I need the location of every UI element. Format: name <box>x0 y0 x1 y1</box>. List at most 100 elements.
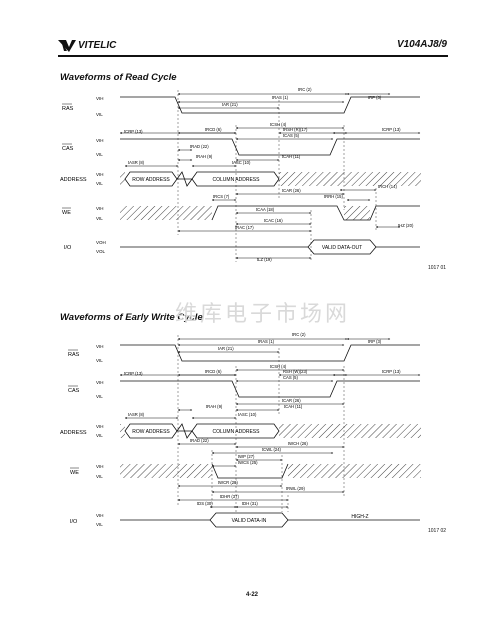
read-ras-vil: VIL <box>96 112 103 117</box>
read-trrh: tRRH (15) <box>324 194 343 199</box>
read-tcac: tCAC (16) <box>264 218 283 223</box>
write-cas-waveform <box>120 380 420 398</box>
write-ras-vih: VIH <box>96 344 104 349</box>
write-address-label: ADDRESS <box>60 430 87 436</box>
write-twcr: tWCR (28) <box>218 480 238 485</box>
write-addr-vil: VIL <box>96 433 103 438</box>
write-highz-text: HIGH-Z <box>351 514 368 520</box>
read-valid-data-text: VALID DATA-OUT <box>322 245 362 251</box>
cas-waveform <box>120 138 420 156</box>
read-row-address-text: ROW ADDRESS <box>132 177 170 183</box>
part-number: V104AJ8/9 <box>396 39 447 50</box>
read-tar: tAR (21) <box>222 102 238 107</box>
read-trcd: tRCD (6) <box>205 127 222 132</box>
write-tcsh: tCSH (4) <box>270 364 287 369</box>
write-cas-label: CAS <box>68 388 80 394</box>
write-twp: tWP (27) <box>238 454 255 459</box>
write-row-address-text: ROW ADDRESS <box>132 429 170 435</box>
write-trcd: tRCD (6) <box>205 369 222 374</box>
read-trsh: tRSH (R)(17) <box>283 127 308 132</box>
read-tlz: tLZ (19) <box>257 257 272 262</box>
read-tcas: tCAS (5) <box>283 133 300 138</box>
read-tcrp1: tCRP (13) <box>124 129 143 134</box>
address-hatch-1 <box>120 172 125 186</box>
read-ras-label: RAS <box>62 106 74 112</box>
write-io-vih: VIH <box>96 513 104 518</box>
write-tcwl: tCWL (24) <box>262 447 282 452</box>
write-tcah: tCAH (11) <box>284 404 303 409</box>
watermark: 维库电子市场网 <box>175 302 351 327</box>
write-addr-vih: VIH <box>96 424 104 429</box>
write-ras-waveform <box>120 344 420 362</box>
write-io-vil: VIL <box>96 522 103 527</box>
read-ras-vih: VIH <box>96 96 104 101</box>
write-valid-data-text: VALID DATA-IN <box>232 518 267 524</box>
read-tcsh: tCSH (4) <box>270 122 287 127</box>
write-tras: tRAS (1) <box>258 339 275 344</box>
write-tdh: tDH (31) <box>242 501 258 506</box>
read-trp: tRP (3) <box>368 95 382 100</box>
read-figure-id: 1017 01 <box>428 265 447 271</box>
read-we-vih: VIH <box>96 206 104 211</box>
ras-waveform <box>120 96 420 114</box>
write-tdhr: tDHR (37) <box>220 494 239 499</box>
write-we-hatch-1 <box>120 464 212 478</box>
read-io-label: I/O <box>64 245 72 251</box>
read-we-vil: VIL <box>96 216 103 221</box>
write-tasr: tASR (8) <box>128 412 145 417</box>
read-io-voh: VOH <box>96 240 106 245</box>
write-we-waveform <box>211 463 289 479</box>
read-trad: tRAD (22) <box>190 144 209 149</box>
write-ras-label: RAS <box>68 352 80 358</box>
write-we-vih: VIH <box>96 464 104 469</box>
write-column-address-text: COLUMN ADDRESS <box>213 429 261 435</box>
write-address-x <box>176 423 193 439</box>
write-ras-vil: VIL <box>96 358 103 363</box>
write-address-hatch-2 <box>279 424 421 438</box>
read-we-label: WE <box>62 210 71 216</box>
read-addr-vih: VIH <box>96 172 104 177</box>
read-cas-vil: VIL <box>96 152 103 157</box>
we-hatch-1 <box>120 206 212 220</box>
read-trac: tRAC (17) <box>235 225 254 230</box>
write-cas-vil: VIL <box>96 394 103 399</box>
read-cas-label: CAS <box>62 146 74 152</box>
read-io-vol: VOL <box>96 249 106 254</box>
write-twcs: tWCS (25) <box>238 460 258 465</box>
read-addr-vil: VIL <box>96 181 103 186</box>
read-trch: tRCH (14) <box>378 184 397 189</box>
write-we-vil: VIL <box>96 474 103 479</box>
read-tasr: tASR (8) <box>128 160 145 165</box>
header-rule <box>58 55 448 57</box>
read-cas-vih: VIH <box>96 138 104 143</box>
brand-name: VITELIC <box>78 40 117 51</box>
write-cas-vih: VIH <box>96 380 104 385</box>
write-tar: tAR (21) <box>218 346 234 351</box>
write-trsh: RSH (W)(23) <box>283 369 308 374</box>
write-trah: tRAH (9) <box>206 404 223 409</box>
read-trcs: tRCS (7) <box>213 194 230 199</box>
write-io-label: I/O <box>70 519 78 525</box>
read-toff: tHZ (20) <box>398 223 414 228</box>
read-tras: tRAS (1) <box>272 95 289 100</box>
write-we-hatch-2 <box>288 464 421 478</box>
read-column-address-text: COLUMN ADDRESS <box>213 177 261 183</box>
write-trp: tRP (3) <box>368 339 382 344</box>
write-figure-id: 1017 02 <box>428 528 447 534</box>
write-tds: tDS (30) <box>197 501 213 506</box>
address-x <box>176 171 193 187</box>
write-tasc: tASC (10) <box>238 412 257 417</box>
read-address-label: ADDRESS <box>60 177 87 183</box>
write-tcas: CAS (5) <box>283 375 298 380</box>
read-tcah: tCAH (11) <box>282 154 301 159</box>
write-tcrp1: tCRP (13) <box>124 371 143 376</box>
write-cycle-title: Waveforms of Early Write Cycle <box>60 312 203 323</box>
read-tcaa: tCAA (18) <box>256 207 275 212</box>
we-hatch-2 <box>344 206 370 220</box>
address-hatch-2 <box>279 172 421 186</box>
read-tasc: tASC (10) <box>232 160 251 165</box>
write-trad: tRAD (22) <box>190 438 209 443</box>
write-trwl: tRWL (29) <box>286 486 305 491</box>
